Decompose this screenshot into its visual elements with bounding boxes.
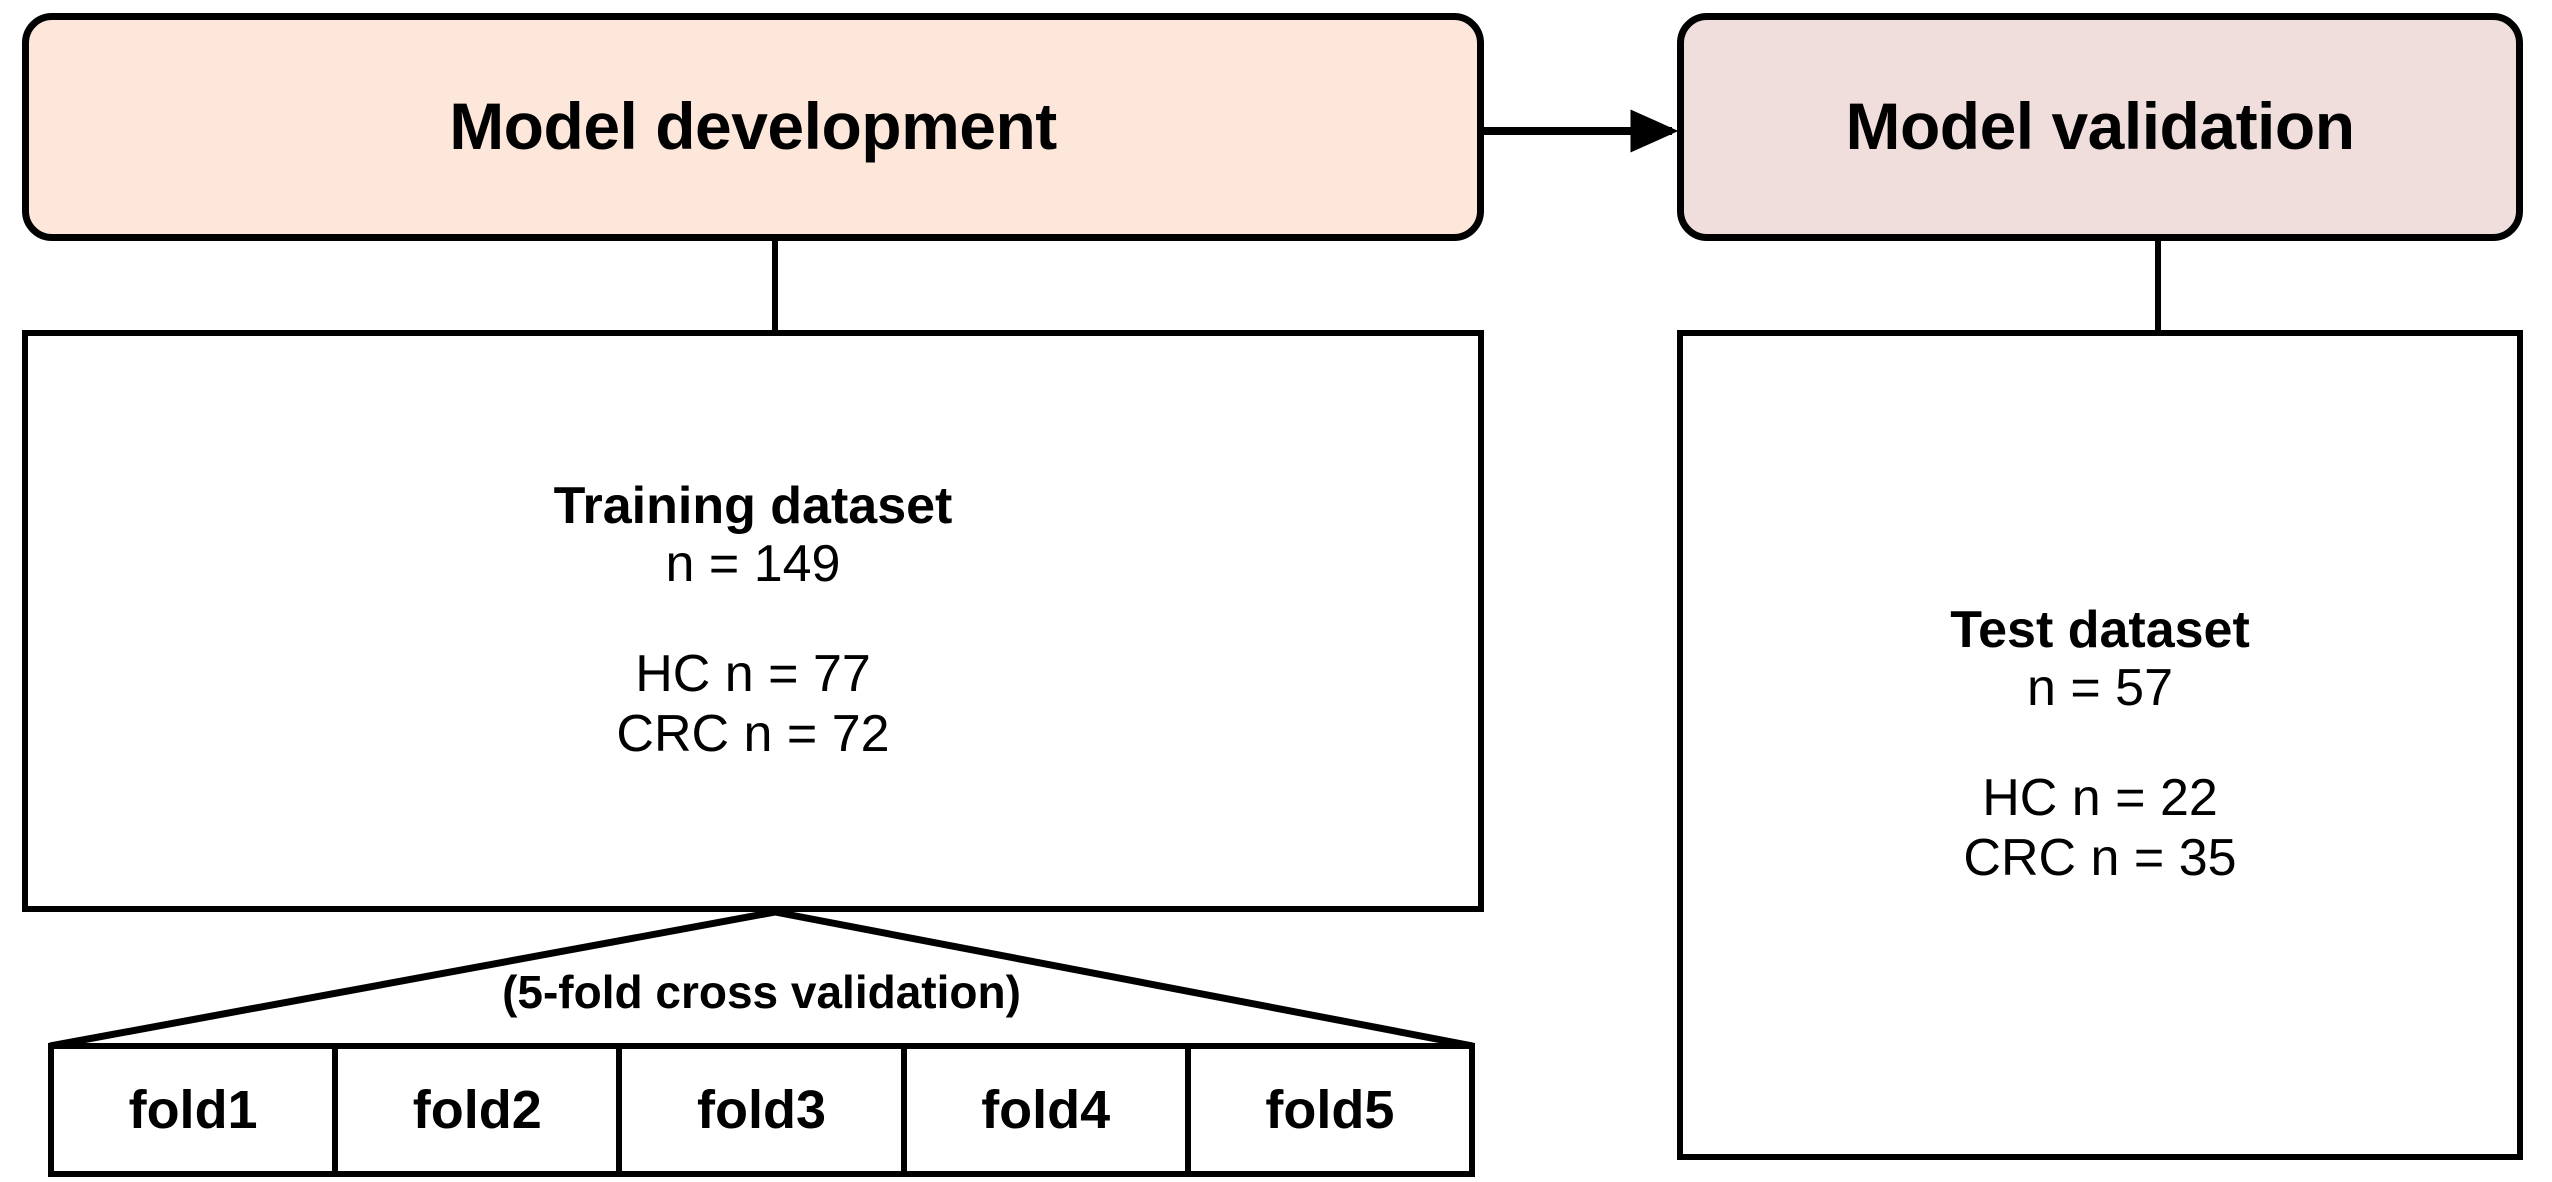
test-dataset-count: n = 57 bbox=[2026, 659, 2174, 718]
test-dataset-crc: CRC n = 35 bbox=[1963, 829, 2237, 888]
training-dataset-hc: HC n = 77 bbox=[635, 645, 871, 704]
test-dataset-box: Test dataset n = 57 HC n = 22 CRC n = 35 bbox=[1677, 330, 2523, 1160]
test-dataset-title: Test dataset bbox=[1950, 600, 2250, 659]
fold-cell-2[interactable]: fold2 bbox=[338, 1049, 623, 1171]
test-dataset-hc: HC n = 22 bbox=[1982, 769, 2218, 828]
fold-row: fold1 fold2 fold3 fold4 fold5 bbox=[48, 1043, 1475, 1177]
cross-validation-label: (5-fold cross validation) bbox=[502, 966, 1021, 1018]
model-validation-header-box: Model validation bbox=[1677, 13, 2523, 241]
fold-cell-4[interactable]: fold4 bbox=[907, 1049, 1191, 1171]
training-to-folds-left-line bbox=[49, 908, 776, 1050]
training-dataset-title: Training dataset bbox=[553, 476, 953, 535]
training-dataset-box: Training dataset n = 149 HC n = 77 CRC n… bbox=[22, 330, 1484, 912]
training-dataset-crc: CRC n = 72 bbox=[616, 705, 890, 764]
training-dataset-count: n = 149 bbox=[665, 535, 841, 594]
model-validation-title: Model validation bbox=[1845, 89, 2355, 164]
fold-cell-3[interactable]: fold3 bbox=[622, 1049, 907, 1171]
training-to-folds-right-line bbox=[774, 908, 1474, 1050]
fold-cell-5[interactable]: fold5 bbox=[1265, 1080, 1395, 1140]
fold-cell-1[interactable]: fold1 bbox=[54, 1049, 339, 1171]
model-development-title: Model development bbox=[449, 89, 1057, 164]
model-development-header-box: Model development bbox=[22, 13, 1484, 241]
